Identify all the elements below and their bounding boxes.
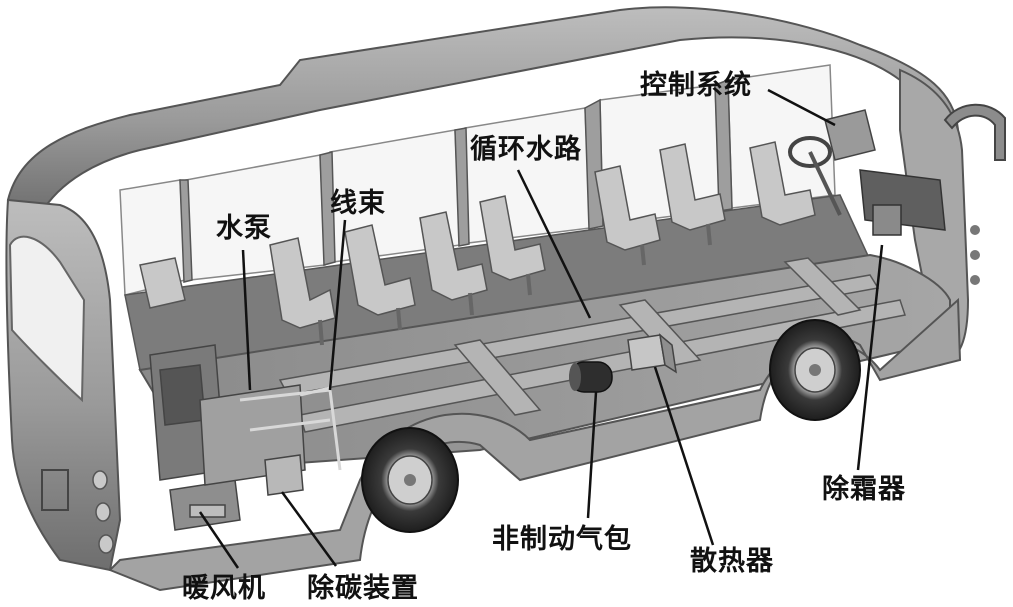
label-circulation-waterway: 循环水路: [470, 136, 582, 163]
label-water-pump: 水泵: [216, 215, 272, 242]
label-wiring-harness: 线束: [330, 190, 386, 217]
air-tank: [569, 362, 612, 392]
label-radiator: 散热器: [690, 548, 774, 575]
label-defroster: 除霜器: [822, 476, 906, 503]
label-control-system: 控制系统: [640, 72, 752, 99]
rear-wheel: [362, 428, 458, 532]
front-wheel: [770, 320, 860, 420]
label-decarbonization-device: 除碳装置: [307, 575, 419, 602]
label-heater: 暖风机: [182, 575, 266, 602]
label-non-braking-airbag: 非制动气包: [492, 526, 632, 553]
